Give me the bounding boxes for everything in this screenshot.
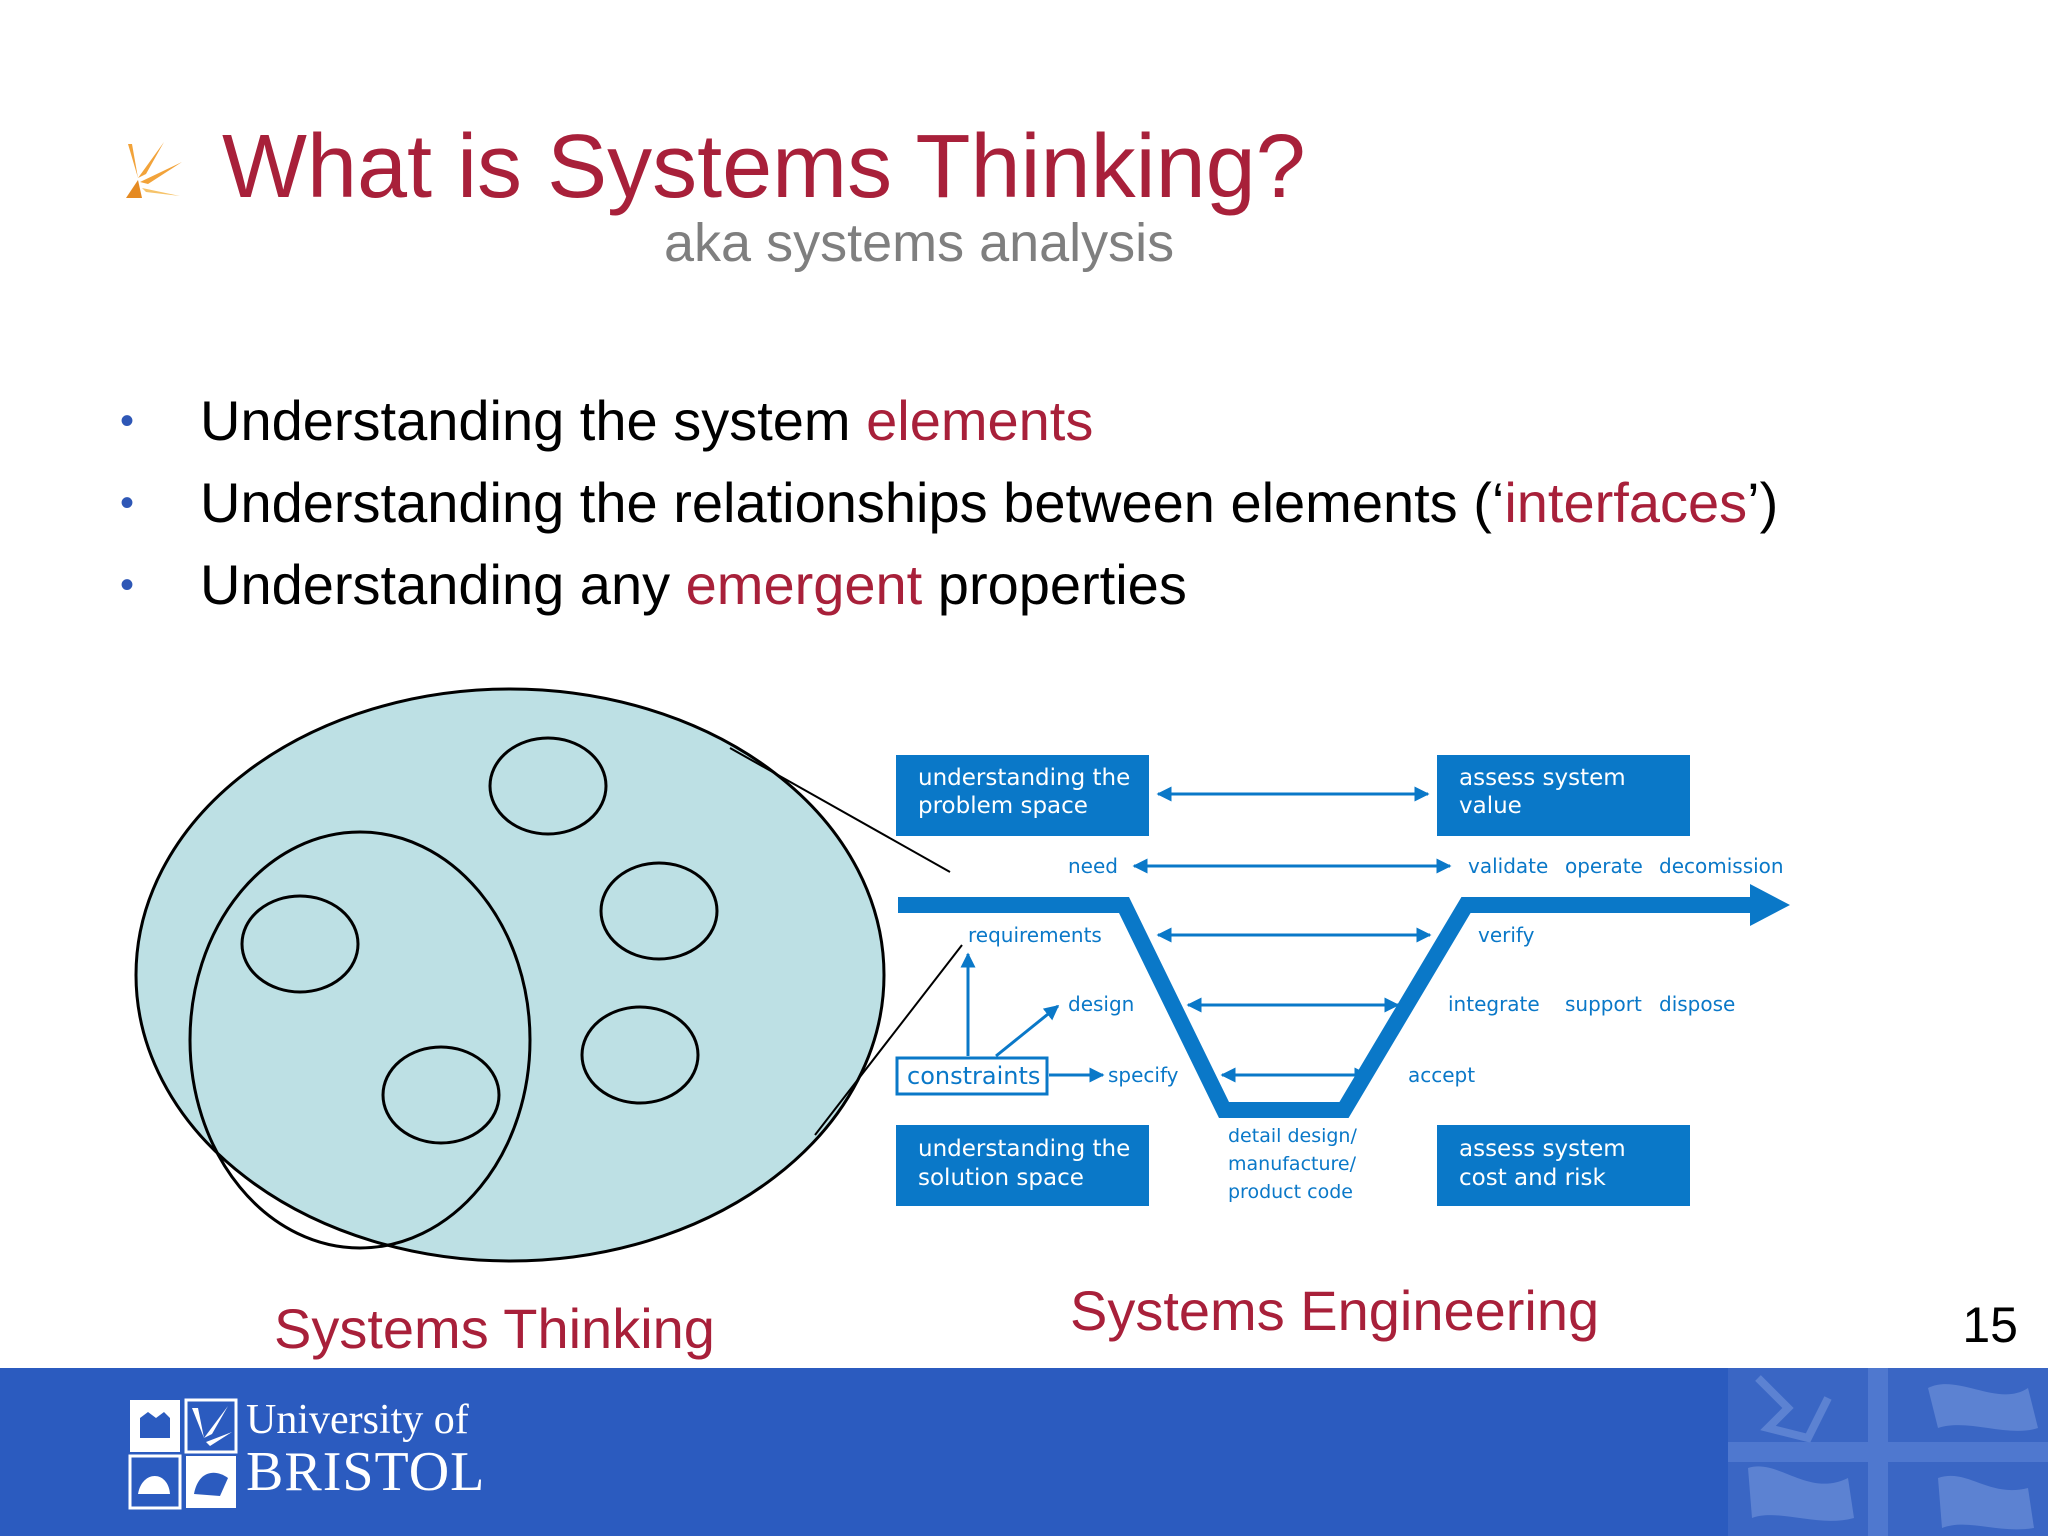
- constraints-box: [895, 1056, 1049, 1096]
- label-requirements: requirements: [968, 923, 1102, 947]
- bullet-text-after: ’): [1747, 471, 1779, 534]
- slide-subtitle: aka systems analysis: [664, 213, 1175, 273]
- caption-systems-thinking: Systems Thinking: [274, 1297, 715, 1360]
- university-logo-text: University of BRISTOL: [246, 1398, 485, 1502]
- label-decomission: decomission: [1659, 854, 1784, 878]
- box-text: assess system: [1459, 1136, 1626, 1162]
- v-lifecycle-path: [898, 897, 1752, 1118]
- label-detail-design: manufacture/: [1228, 1153, 1357, 1175]
- box-text: cost and risk: [1459, 1165, 1606, 1191]
- label-support: support: [1565, 992, 1642, 1016]
- label-design: design: [1068, 992, 1134, 1016]
- assess-value-box: [1437, 755, 1690, 836]
- system-boundary-ellipse: [134, 687, 886, 1263]
- box-text: assess system: [1459, 765, 1626, 791]
- label-verify: verify: [1478, 923, 1535, 947]
- bullet-text-after: properties: [922, 553, 1187, 616]
- caption-systems-engineering: Systems Engineering: [1070, 1279, 1600, 1342]
- label-integrate: integrate: [1448, 992, 1540, 1016]
- element-circle: [580, 1005, 700, 1105]
- element-circle: [488, 736, 608, 836]
- logo-line-2: BRISTOL: [246, 1441, 486, 1503]
- box-text: understanding the: [918, 1136, 1130, 1162]
- element-circle: [240, 894, 360, 994]
- box-text: value: [1459, 793, 1522, 819]
- element-circle: [381, 1045, 501, 1145]
- bullet-dot-icon: •: [120, 563, 135, 607]
- label-validate: validate: [1468, 854, 1548, 878]
- label-constraints: constraints: [907, 1062, 1040, 1090]
- label-accept: accept: [1408, 1063, 1475, 1087]
- label-dispose: dispose: [1659, 992, 1735, 1016]
- bullet-highlight: interfaces: [1504, 471, 1748, 534]
- label-specify: specify: [1108, 1063, 1179, 1087]
- bullet-highlight: elements: [866, 389, 1094, 452]
- box-text: solution space: [918, 1165, 1084, 1191]
- box-text: problem space: [918, 793, 1088, 819]
- bullet-highlight: emergent: [685, 553, 923, 616]
- footer-bar: University of BRISTOL: [0, 1368, 2048, 1536]
- flame-bullet-icon: [126, 142, 182, 198]
- assess-cost-box: [1437, 1125, 1690, 1206]
- bullet-text: Understanding the system: [200, 389, 867, 452]
- subsystem-ellipse: [188, 830, 532, 1250]
- zoom-line: [729, 747, 951, 873]
- label-detail-design: detail design/: [1228, 1125, 1357, 1147]
- label-operate: operate: [1565, 854, 1643, 878]
- page-number: 15: [1962, 1297, 2018, 1353]
- label-detail-design: product code: [1228, 1181, 1353, 1203]
- label-need: need: [1068, 854, 1118, 878]
- systems-thinking-diagram: [134, 687, 963, 1263]
- zoom-line: [814, 944, 963, 1136]
- bullet-dot-icon: •: [120, 399, 135, 443]
- element-circle: [599, 861, 719, 961]
- bullet-dot-icon: •: [120, 481, 135, 525]
- box-text: understanding the: [918, 765, 1130, 791]
- constraint-arrow: [995, 1004, 1060, 1058]
- logo-line-1: University of: [246, 1397, 469, 1443]
- svg-text:detail design/manufacture/prod: detail design/manufacture/product code: [1228, 1125, 1357, 1203]
- problem-space-box: [896, 755, 1149, 836]
- crest-watermark-icon: [1728, 1368, 2048, 1536]
- university-crest-icon: [128, 1398, 238, 1510]
- slide-title: What is Systems Thinking?: [222, 117, 1306, 217]
- solution-space-box: [896, 1125, 1149, 1206]
- bullet-text: Understanding any: [200, 553, 686, 616]
- v-arrowhead-icon: [1750, 884, 1790, 926]
- bullet-text: Understanding the relationships between …: [200, 471, 1505, 534]
